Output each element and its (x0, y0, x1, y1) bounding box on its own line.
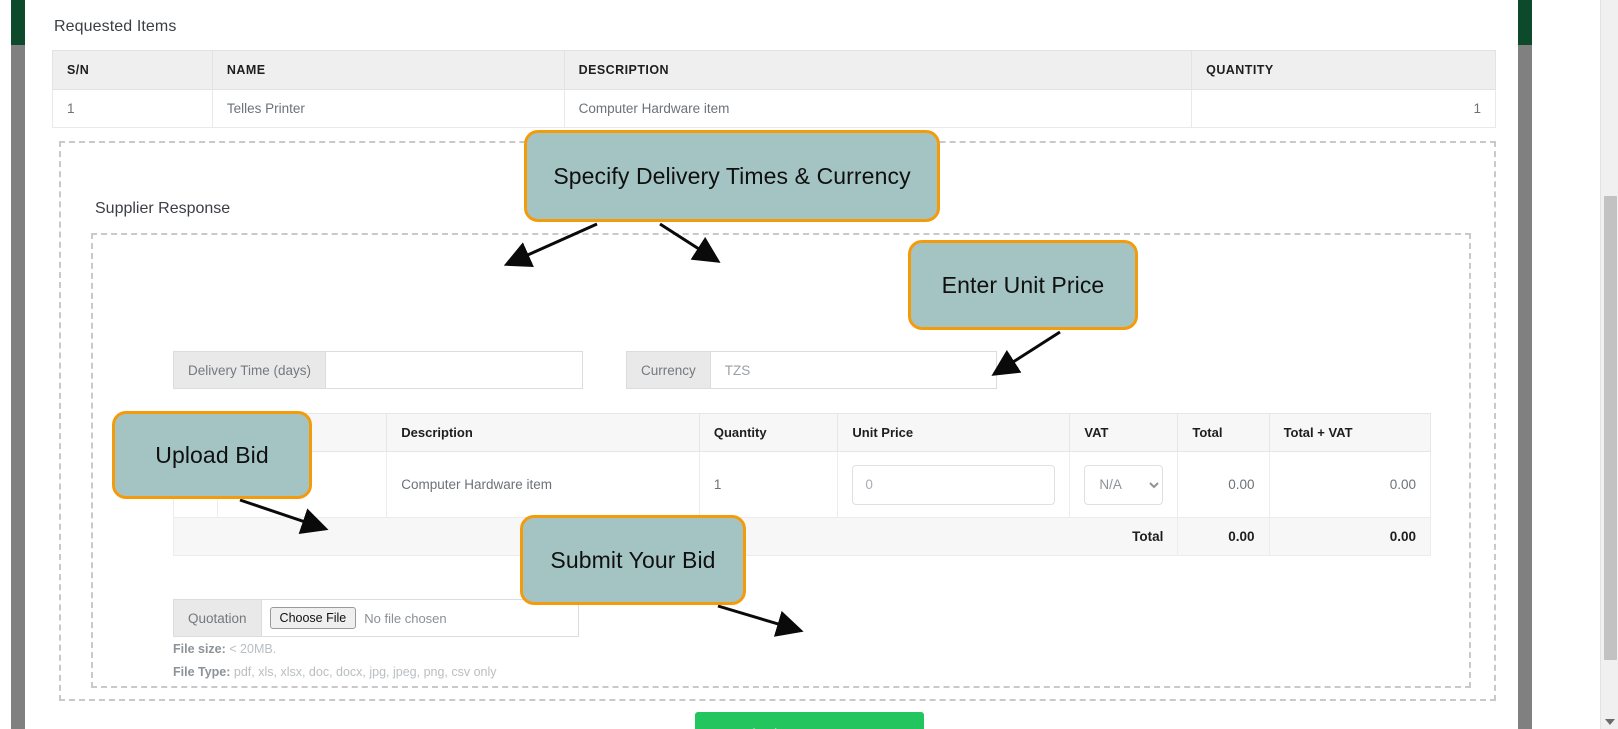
quotation-label: Quotation (173, 599, 261, 637)
main-content: Requested Items S/N NAME DESCRIPTION QUA… (52, 0, 1500, 729)
callout-submit-your-bid: Submit Your Bid (520, 515, 746, 605)
currency-label: Currency (626, 351, 710, 389)
delivery-time-label: Delivery Time (days) (173, 351, 326, 389)
left-rail-green-cap (11, 0, 25, 45)
requested-items-title: Requested Items (54, 18, 177, 35)
requested-col-qty: QUANTITY (1191, 50, 1496, 90)
file-type-value: pdf, xls, xlsx, doc, docx, jpg, jpeg, pn… (230, 665, 497, 679)
callout-enter-unit-price: Enter Unit Price (908, 240, 1138, 330)
quotation-file-input[interactable]: Choose File No file chosen (260, 599, 579, 637)
delivery-time-group: Delivery Time (days) (173, 351, 584, 389)
response-col-desc: Description (386, 413, 700, 452)
file-size-hint: File size: < 20MB. (173, 642, 276, 656)
response-col-total: Total (1177, 413, 1270, 452)
response-cell-unit-price (837, 451, 1071, 518)
response-header-row: # Name Description Quantity Unit Price V… (173, 413, 1432, 452)
right-rail-green-cap (1518, 0, 1532, 45)
callout-upload-bid: Upload Bid (112, 411, 312, 499)
choose-file-button[interactable]: Choose File (269, 606, 357, 630)
file-size-value: < 20MB. (225, 642, 277, 656)
file-status-text: No file chosen (364, 610, 447, 626)
quotation-group: Quotation Choose File No file chosen (173, 599, 579, 637)
response-cell-total-vat: 0.00 (1268, 451, 1432, 518)
currency-group: Currency TZS (626, 351, 997, 389)
supplier-response-inner-panel: Delivery Time (days) Currency TZS # Name… (91, 233, 1471, 729)
response-col-unit-price: Unit Price (837, 413, 1071, 452)
file-type-hint: File Type: pdf, xls, xlsx, doc, docx, jp… (173, 665, 497, 679)
requested-col-name: NAME (211, 50, 565, 90)
vertical-scrollbar[interactable] (1600, 0, 1618, 729)
response-col-qty: Quantity (698, 413, 839, 452)
response-cell-qty: 1 (698, 451, 839, 518)
requested-cell-desc: Computer Hardware item (563, 89, 1193, 128)
requested-col-desc: DESCRIPTION (563, 50, 1193, 90)
requested-cell-sn: 1 (52, 89, 213, 128)
response-col-total-vat: Total + VAT (1268, 413, 1432, 452)
unit-price-input[interactable] (852, 464, 1056, 505)
response-total-row: Total 0.00 0.00 (172, 517, 1432, 556)
table-row: 1 Telles Printer Computer Hardware item … (173, 451, 1432, 518)
file-size-label: File size: (173, 642, 226, 656)
requested-cell-name: Telles Printer (211, 89, 565, 128)
callout-specify-delivery: Specify Delivery Times & Currency (524, 130, 940, 222)
response-cell-desc: Computer Hardware item (386, 451, 700, 518)
table-row: 1 Telles Printer Computer Hardware item … (52, 89, 1496, 128)
right-rail (1518, 0, 1532, 729)
left-rail (11, 0, 25, 729)
submit-response-button[interactable]: Submit Response ➤ (695, 712, 924, 729)
submit-response-label: Submit Response (733, 727, 855, 729)
response-cell-vat: N/A (1069, 451, 1179, 518)
scroll-down-arrow-icon[interactable] (1605, 719, 1615, 725)
requested-items-header-row: S/N NAME DESCRIPTION QUANTITY (52, 50, 1496, 90)
currency-input[interactable]: TZS (709, 351, 997, 389)
response-col-vat: VAT (1069, 413, 1179, 452)
scrollbar-thumb[interactable] (1604, 196, 1617, 660)
requested-col-sn: S/N (52, 50, 213, 90)
response-items-table: # Name Description Quantity Unit Price V… (172, 413, 1432, 556)
vat-select[interactable]: N/A (1084, 464, 1164, 505)
response-total-vat-value: 0.00 (1268, 517, 1432, 556)
requested-items-table: S/N NAME DESCRIPTION QUANTITY 1 Telles P… (52, 50, 1496, 128)
response-total-value: 0.00 (1177, 517, 1270, 556)
delivery-time-input[interactable] (325, 351, 584, 389)
file-type-label: File Type: (173, 665, 231, 679)
supplier-response-panel: Supplier Response Delivery Time (days) C… (59, 141, 1496, 729)
supplier-response-title: Supplier Response (95, 200, 231, 217)
requested-cell-qty: 1 (1191, 89, 1496, 128)
response-cell-total: 0.00 (1177, 451, 1270, 518)
